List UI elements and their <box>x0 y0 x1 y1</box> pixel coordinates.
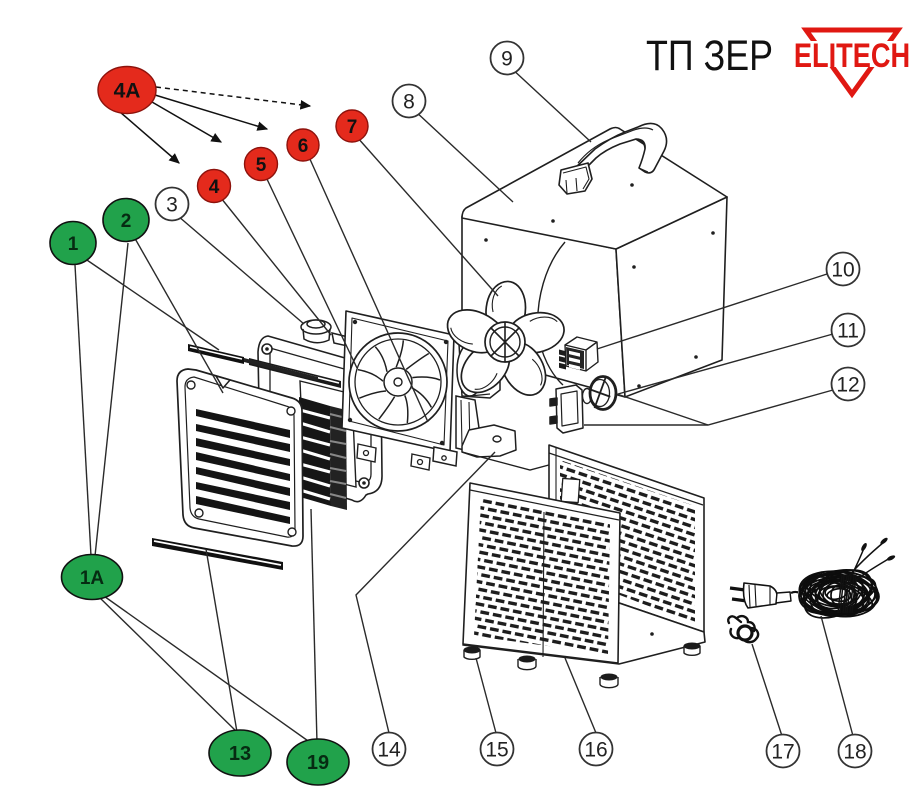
svg-text:2: 2 <box>121 211 132 232</box>
svg-text:15: 15 <box>485 739 508 762</box>
svg-text:5: 5 <box>256 155 267 176</box>
svg-text:1: 1 <box>68 234 79 255</box>
svg-text:7: 7 <box>347 117 358 138</box>
svg-text:9: 9 <box>501 48 513 71</box>
svg-text:1A: 1A <box>80 568 105 589</box>
svg-text:10: 10 <box>831 259 854 282</box>
svg-text:16: 16 <box>584 739 607 762</box>
svg-text:4A: 4A <box>114 80 141 103</box>
svg-text:13: 13 <box>229 743 251 765</box>
svg-text:ТП ЗЕР: ТП ЗЕР <box>646 32 773 80</box>
svg-text:4: 4 <box>209 177 220 198</box>
svg-text:11: 11 <box>837 320 859 343</box>
svg-text:6: 6 <box>298 136 309 157</box>
svg-text:3: 3 <box>166 194 178 217</box>
svg-text:ELITECH: ELITECH <box>794 36 910 75</box>
svg-text:18: 18 <box>843 741 866 764</box>
svg-text:14: 14 <box>377 739 401 762</box>
svg-text:8: 8 <box>403 91 415 114</box>
svg-text:19: 19 <box>307 752 329 774</box>
svg-text:12: 12 <box>836 374 859 397</box>
svg-text:17: 17 <box>771 741 794 764</box>
